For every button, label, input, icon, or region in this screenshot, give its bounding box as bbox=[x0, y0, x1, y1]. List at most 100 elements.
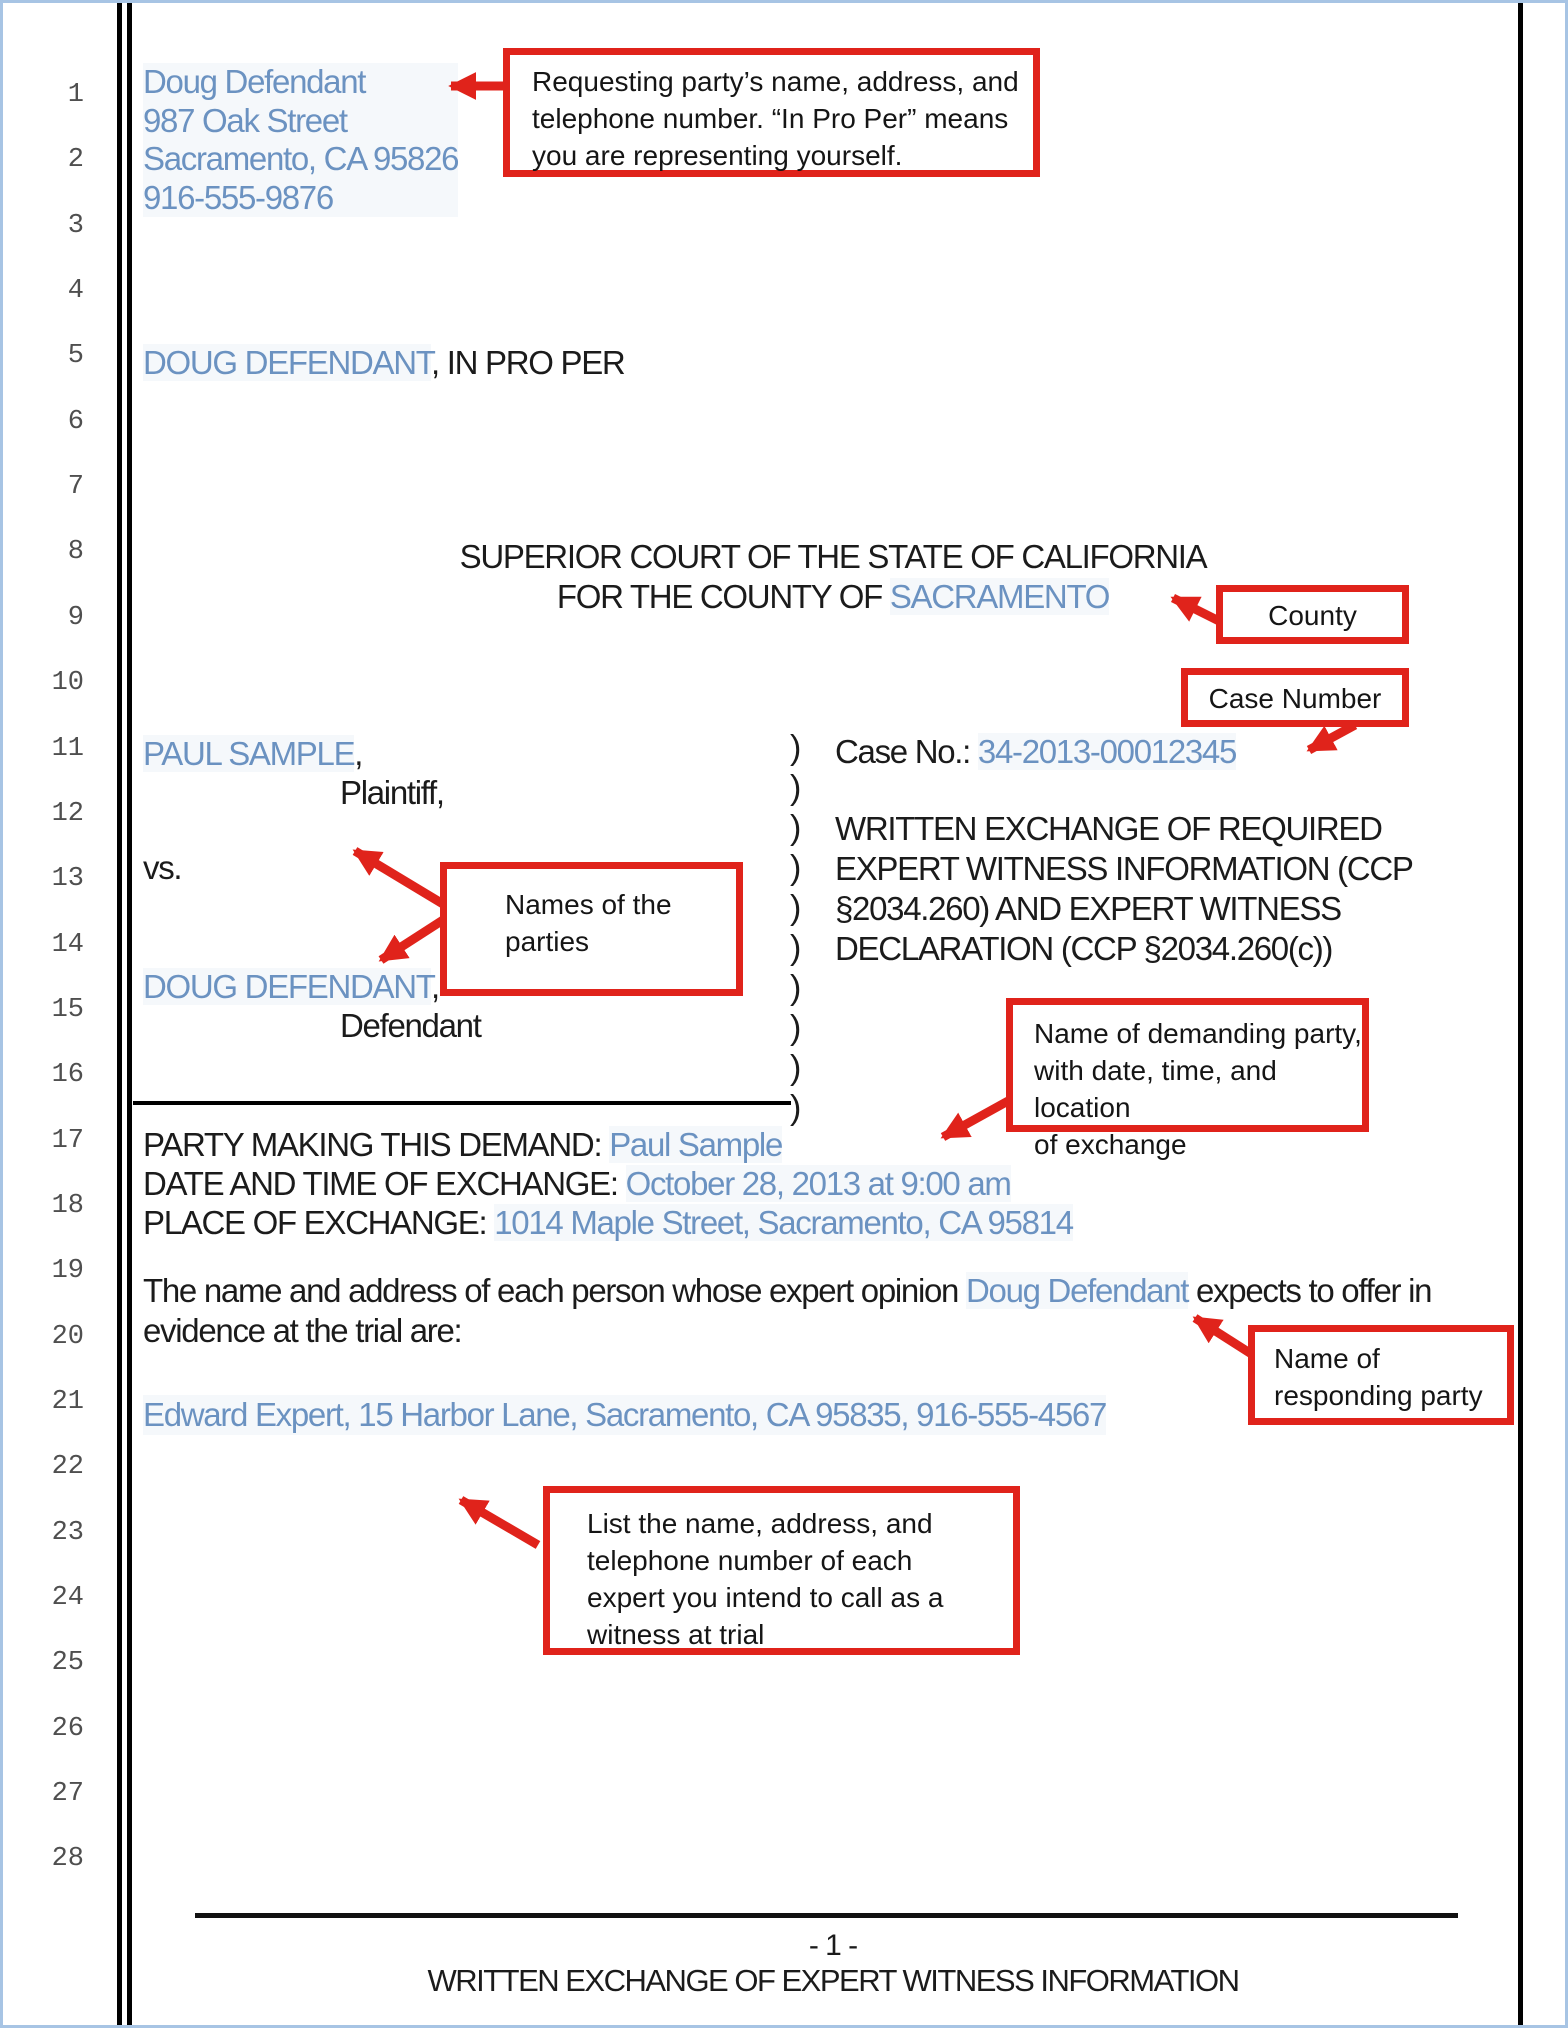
line-number: 8 bbox=[67, 537, 84, 568]
line-number: 14 bbox=[51, 929, 84, 960]
demand-datetime-line: DATE AND TIME OF EXCHANGE: October 28, 2… bbox=[143, 1164, 1012, 1204]
court-heading: SUPERIOR COURT OF THE STATE OF CALIFORNI… bbox=[143, 537, 1523, 617]
requesting-party-block: Doug Defendant 987 Oak Street Sacramento… bbox=[143, 63, 460, 217]
line-number: 6 bbox=[67, 406, 84, 437]
arrow-parties-upper bbox=[352, 847, 446, 908]
line-number: 5 bbox=[67, 341, 84, 372]
demand-datetime-label: DATE AND TIME OF EXCHANGE: bbox=[143, 1165, 626, 1202]
arrow-experts bbox=[458, 1496, 541, 1549]
line-number: 1 bbox=[67, 80, 84, 110]
expert-witness-line: Edward Expert, 15 Harbor Lane, Sacrament… bbox=[143, 1395, 1107, 1435]
caption-paren: ) bbox=[790, 849, 801, 887]
caption-plaintiff: PAUL SAMPLE, bbox=[143, 734, 363, 774]
line-number: 20 bbox=[51, 1321, 84, 1352]
line-number: 3 bbox=[67, 210, 84, 241]
demand-place-value: 1014 Maple Street, Sacramento, CA 95814 bbox=[494, 1204, 1074, 1241]
demand-party-value: Paul Sample bbox=[609, 1126, 783, 1163]
line-number: 26 bbox=[51, 1713, 84, 1744]
caption-paren: ) bbox=[790, 969, 801, 1007]
requesting-party-street: 987 Oak Street bbox=[143, 101, 459, 140]
demand-place-line: PLACE OF EXCHANGE: 1014 Maple Street, Sa… bbox=[143, 1203, 1074, 1243]
body-text-before: The name and address of each person whos… bbox=[143, 1272, 966, 1309]
requesting-party-phone: 916-555-9876 bbox=[143, 178, 459, 217]
line-number: 2 bbox=[67, 145, 84, 176]
line-number: 10 bbox=[51, 668, 84, 699]
line-number: 9 bbox=[67, 602, 84, 633]
court-county-value: SACRAMENTO bbox=[889, 578, 1110, 615]
pro-per-suffix: , IN PRO PER bbox=[431, 344, 626, 381]
footer-rule bbox=[195, 1913, 1458, 1918]
defendant-comma: , bbox=[431, 968, 440, 1005]
line-number: 16 bbox=[51, 1060, 84, 1091]
annotation-county: County bbox=[1216, 585, 1409, 644]
right-rule bbox=[1518, 3, 1523, 2025]
annotation-demanding-text: Name of demanding party,with date, time,… bbox=[1034, 1018, 1362, 1160]
footer-document-title: WRITTEN EXCHANGE OF EXPERT WITNESS INFOR… bbox=[427, 1963, 1240, 1998]
requesting-party-name: Doug Defendant bbox=[143, 63, 459, 102]
line-number: 19 bbox=[51, 1256, 84, 1287]
line-number: 12 bbox=[51, 798, 84, 829]
demand-datetime-value: October 28, 2013 at 9:00 am bbox=[625, 1165, 1012, 1202]
caption-paren: ) bbox=[790, 729, 801, 767]
line-number: 27 bbox=[51, 1779, 84, 1810]
defendant-label: Defendant bbox=[340, 1007, 482, 1044]
left-rule-inner bbox=[127, 3, 132, 2025]
caption-paren: ) bbox=[790, 929, 801, 967]
line-number: 28 bbox=[51, 1844, 84, 1875]
demand-party-label: PARTY MAKING THIS DEMAND: bbox=[143, 1126, 610, 1163]
defendant-name: DOUG DEFENDANT bbox=[143, 968, 432, 1005]
left-rule-outer bbox=[117, 3, 122, 2025]
line-number: 21 bbox=[51, 1387, 84, 1417]
case-number-label: Case No.: bbox=[835, 733, 978, 770]
annotation-demanding-party: Name of demanding party,with date, time,… bbox=[1006, 998, 1369, 1160]
court-line1: SUPERIOR COURT OF THE STATE OF CALIFORNI… bbox=[459, 538, 1208, 575]
body-paragraph: The name and address of each person whos… bbox=[143, 1271, 1511, 1351]
caption-paren: ) bbox=[790, 809, 801, 847]
demand-party-line: PARTY MAKING THIS DEMAND: Paul Sample bbox=[143, 1125, 783, 1165]
arrow-demanding bbox=[940, 1097, 1011, 1141]
line-number: 11 bbox=[51, 733, 84, 764]
line-number: 15 bbox=[51, 994, 84, 1025]
versus-label: vs. bbox=[143, 849, 183, 886]
line-number: 7 bbox=[67, 472, 84, 503]
arrow-case-number bbox=[1306, 721, 1358, 754]
body-responding-party: Doug Defendant bbox=[965, 1272, 1189, 1309]
annotation-case-number-text: Case Number bbox=[1208, 683, 1382, 714]
pro-per-name: DOUG DEFENDANT bbox=[143, 344, 432, 381]
requesting-party-city: Sacramento, CA 95826 bbox=[143, 140, 460, 179]
line-number: 4 bbox=[67, 276, 84, 307]
caption-paren: ) bbox=[790, 889, 801, 927]
footer-page-number: - 1 - bbox=[808, 1929, 858, 1962]
line-number: 13 bbox=[51, 864, 84, 895]
annotation-county-text: County bbox=[1268, 600, 1357, 631]
line-number: 22 bbox=[51, 1452, 84, 1483]
case-number-line: Case No.: 34-2013-00012345 bbox=[835, 732, 1237, 772]
case-number-value: 34-2013-00012345 bbox=[977, 733, 1237, 770]
line-number: 17 bbox=[51, 1125, 84, 1156]
court-line2-prefix: FOR THE COUNTY OF bbox=[556, 578, 890, 615]
arrow-parties-lower bbox=[378, 916, 446, 964]
caption-paren: ) bbox=[790, 1009, 801, 1047]
annotation-case-number: Case Number bbox=[1181, 668, 1409, 727]
caption-paren: ) bbox=[790, 1089, 801, 1127]
caption-underline bbox=[133, 1101, 791, 1105]
line-number: 24 bbox=[51, 1583, 84, 1614]
line-number: 25 bbox=[51, 1648, 84, 1679]
line-number: 23 bbox=[51, 1517, 84, 1548]
caption-defendant: DOUG DEFENDANT, bbox=[143, 967, 440, 1007]
court-line2: FOR THE COUNTY OF SACRAMENTO bbox=[143, 577, 1523, 617]
plaintiff-label: Plaintiff, bbox=[340, 774, 445, 811]
caption-paren: ) bbox=[790, 1049, 801, 1087]
line-number: 18 bbox=[51, 1190, 84, 1221]
body-text-after: expects to offer in evidence at the tria… bbox=[143, 1272, 1432, 1349]
plaintiff-comma: , bbox=[354, 735, 363, 772]
demand-place-label: PLACE OF EXCHANGE: bbox=[143, 1204, 495, 1241]
in-pro-per-line: DOUG DEFENDANT, IN PRO PER bbox=[143, 343, 626, 383]
